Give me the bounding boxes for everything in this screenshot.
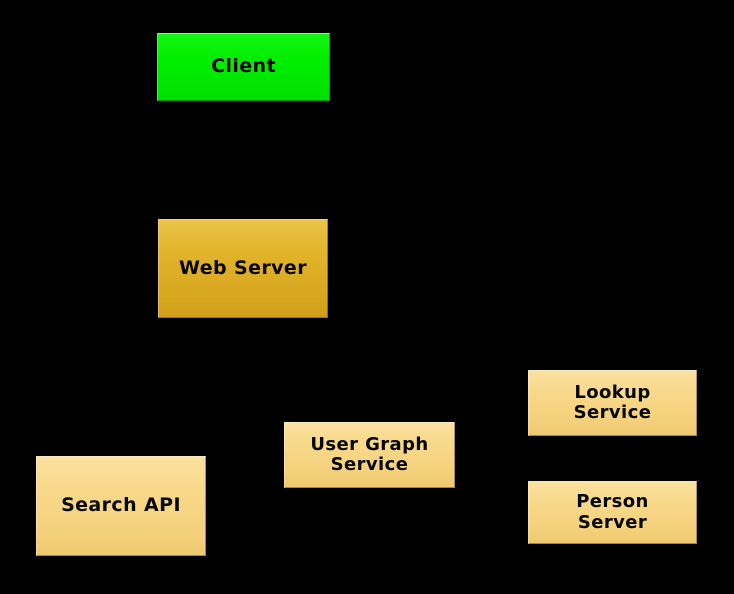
node-web-server[interactable]: Web Server	[158, 219, 328, 318]
node-label-lookup-service: Lookup Service	[573, 381, 652, 423]
node-user-graph-service[interactable]: User Graph Service	[284, 422, 455, 488]
node-label-person-server: Person Server	[576, 491, 649, 533]
node-label-client: Client	[211, 55, 276, 78]
node-label-web-server: Web Server	[179, 256, 307, 279]
node-person-server[interactable]: Person Server	[528, 481, 697, 544]
node-label-search-api: Search API	[61, 494, 181, 517]
node-lookup-service[interactable]: Lookup Service	[528, 370, 697, 436]
node-search-api[interactable]: Search API	[36, 456, 206, 556]
node-client[interactable]: Client	[157, 33, 330, 101]
node-label-user-graph-service: User Graph Service	[310, 433, 429, 475]
